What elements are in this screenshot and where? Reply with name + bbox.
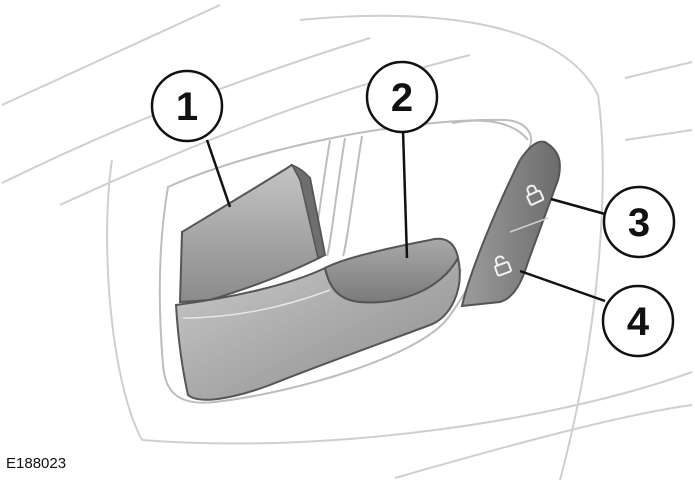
callout-3: 3 — [602, 185, 676, 259]
callout-2: 2 — [365, 60, 439, 134]
callout-2-label: 2 — [391, 76, 413, 120]
figure-id: E188023 — [6, 455, 67, 472]
lock-button[interactable] — [524, 183, 545, 206]
callout-1: 1 — [150, 69, 224, 143]
door-pull-handle[interactable] — [174, 237, 461, 401]
unlock-button[interactable] — [492, 254, 512, 277]
padlock-open-icon — [494, 255, 512, 277]
lock-switch-panel — [460, 140, 561, 308]
callout-1-label: 1 — [176, 85, 198, 129]
door-panel-lines — [1, 4, 693, 480]
padlock-closed-icon — [526, 184, 545, 206]
leader-lines — [205, 129, 606, 303]
callout-3-label: 3 — [628, 201, 650, 245]
callout-4-label: 4 — [627, 300, 650, 344]
callout-4: 4 — [601, 284, 675, 358]
door-release-handle[interactable] — [178, 163, 327, 304]
